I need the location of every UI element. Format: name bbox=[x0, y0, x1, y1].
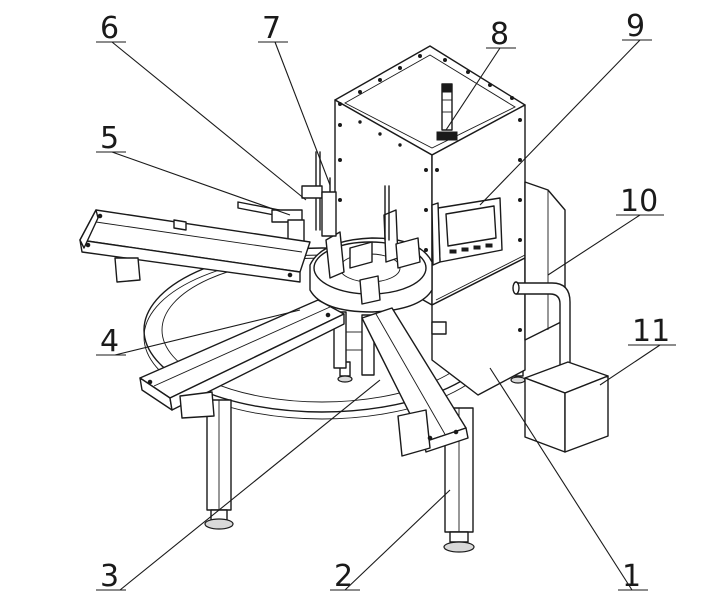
callout-10: 10 bbox=[620, 184, 658, 219]
rear-cabinet bbox=[524, 181, 566, 341]
touch-panel bbox=[431, 197, 503, 266]
collection-box bbox=[524, 361, 609, 453]
rotary-mechanism bbox=[237, 151, 433, 376]
callout-4: 4 bbox=[100, 324, 119, 359]
conveyor-lower-left bbox=[139, 299, 345, 419]
callout-leaders bbox=[96, 39, 676, 591]
callout-6: 6 bbox=[100, 11, 119, 46]
callout-11: 11 bbox=[632, 314, 670, 349]
callout-9: 9 bbox=[626, 9, 645, 44]
callout-2: 2 bbox=[334, 559, 353, 594]
callout-labels: 6 7 8 9 5 10 11 4 3 2 1 bbox=[100, 9, 670, 594]
callout-1: 1 bbox=[622, 559, 641, 594]
machine-legs bbox=[204, 361, 526, 553]
callout-8: 8 bbox=[490, 17, 509, 52]
signal-tower bbox=[436, 83, 458, 141]
conveyor-upper-left bbox=[79, 209, 311, 283]
conveyor-front bbox=[361, 307, 469, 457]
callout-3: 3 bbox=[100, 559, 119, 594]
callout-7: 7 bbox=[262, 11, 281, 46]
callout-5: 5 bbox=[100, 121, 119, 156]
